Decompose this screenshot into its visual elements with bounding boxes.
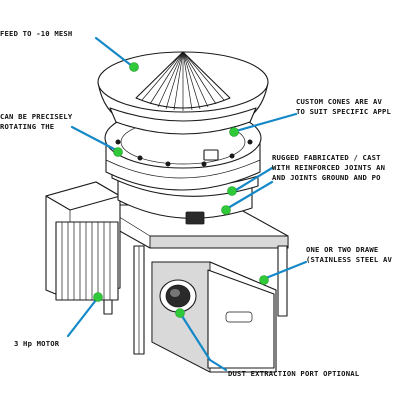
label-motor: 3 Hp MOTOR	[14, 339, 60, 348]
dot-cones	[229, 127, 239, 137]
label-precise-2: ROTATING THE	[0, 122, 54, 131]
callout-labels: FEED TO -10 MESH CAN BE PRECISELY ROTATI…	[0, 29, 392, 378]
dot-feed	[129, 62, 139, 72]
dot-motor	[93, 292, 103, 302]
label-rugged-1: RUGGED FABRICATED / CAST	[272, 153, 381, 162]
label-dust: DUST EXTRACTION PORT OPTIONAL	[228, 369, 360, 378]
label-rugged-2: WITH REINFORCED JOINTS AN	[272, 163, 385, 172]
drawer-box	[151, 261, 277, 373]
leader-precise	[70, 125, 118, 152]
label-precise-1: CAN BE PRECISELY	[0, 112, 73, 121]
dot-drawer	[259, 275, 269, 285]
label-drawer-2: (STAINLESS STEEL AV	[306, 255, 392, 264]
label-drawer-1: ONE OR TWO DRAWE	[306, 245, 378, 254]
label-feed: FEED TO -10 MESH	[0, 29, 72, 38]
leader-feed	[94, 36, 134, 68]
label-cones-1: CUSTOM CONES ARE AV	[296, 97, 382, 106]
dot-dust	[175, 308, 185, 318]
dot-rugged	[227, 186, 237, 196]
label-cones-2: TO SUIT SPECIFIC APPL	[296, 107, 392, 116]
leader-cones	[234, 112, 298, 133]
leader-motor	[66, 298, 98, 338]
dot-rugged-2	[221, 205, 231, 215]
leader-dust	[180, 314, 228, 372]
hopper-cone	[97, 51, 269, 135]
label-rugged-3: AND JOINTS GROUND AND PO	[272, 173, 381, 182]
machine-illustration	[45, 51, 289, 373]
leader-rugged	[234, 166, 274, 192]
motor	[45, 181, 121, 301]
leader-rugged-2	[226, 180, 274, 210]
callout-leaders	[66, 36, 308, 372]
dot-precise	[113, 147, 123, 157]
dust-port	[159, 279, 197, 313]
leader-drawer	[264, 260, 308, 280]
